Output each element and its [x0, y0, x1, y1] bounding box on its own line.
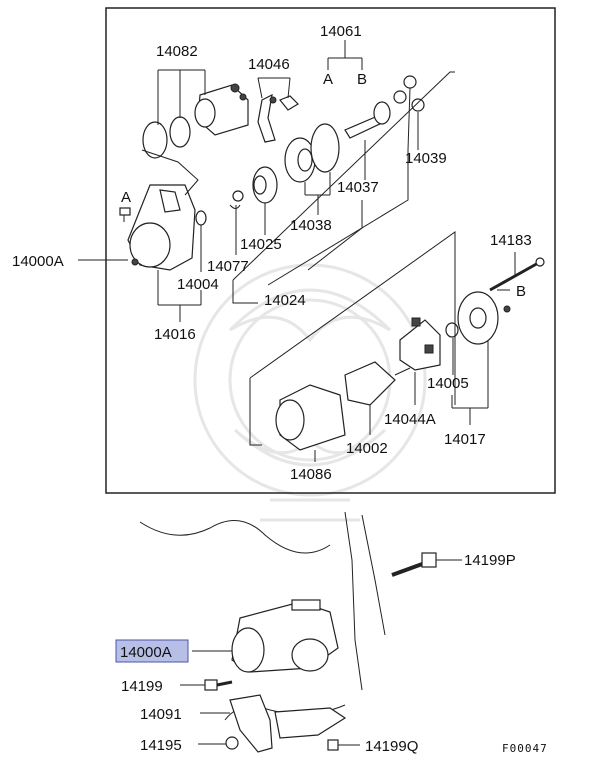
label-14000a-top[interactable]: 14000A: [12, 253, 64, 270]
label-14000a-highlight[interactable]: 14000A: [120, 644, 172, 661]
pinion-drawing: [229, 166, 278, 209]
marker-b-top: B: [357, 71, 367, 88]
label-14038[interactable]: 14038: [290, 217, 332, 234]
label-14199p[interactable]: 14199P: [464, 552, 516, 569]
armature-drawing: [329, 361, 411, 406]
screw-a-drawing: [119, 207, 131, 222]
label-14017[interactable]: 14017: [444, 431, 486, 448]
marker-b-right: B: [516, 283, 526, 300]
label-14086[interactable]: 14086: [290, 466, 332, 483]
exploded-view-frame: [105, 7, 556, 494]
marker-a-top: A: [323, 71, 333, 88]
label-14061[interactable]: 14061: [320, 23, 362, 40]
figure-code: F00047: [502, 742, 548, 755]
label-14024[interactable]: 14024: [264, 292, 306, 309]
label-14016[interactable]: 14016: [154, 326, 196, 343]
label-14199[interactable]: 14199: [121, 678, 163, 695]
pinion-shaft-drawing: [344, 101, 391, 139]
starter-assembled-drawing: [231, 599, 339, 673]
bushing-drawing: [195, 210, 207, 226]
leader-lines: [78, 40, 516, 462]
front-housing-drawing: [127, 184, 196, 271]
bracket-14091-drawing: [229, 694, 347, 753]
nut-14195-drawing: [225, 736, 239, 750]
label-14002[interactable]: 14002: [346, 440, 388, 457]
yoke-drawing: [275, 384, 346, 451]
label-14082[interactable]: 14082: [156, 43, 198, 60]
bolt-14199-drawing: [204, 679, 233, 691]
label-14039[interactable]: 14039: [405, 150, 447, 167]
rear-cover-drawing: [445, 291, 511, 345]
watermark-emblem: [193, 263, 427, 522]
label-14077[interactable]: 14077: [207, 258, 249, 275]
label-14091[interactable]: 14091: [140, 706, 182, 723]
solenoid-switch-drawing: [194, 83, 249, 136]
bolt-14199q-drawing: [327, 739, 339, 751]
label-14037[interactable]: 14037: [337, 179, 379, 196]
bolt-14199p-drawing: [391, 552, 437, 577]
through-bolt-drawing: [489, 257, 545, 292]
label-14183[interactable]: 14183: [490, 232, 532, 249]
label-14195[interactable]: 14195: [140, 737, 182, 754]
planetary-gears-drawing: [393, 75, 425, 112]
label-14025[interactable]: 14025: [240, 236, 282, 253]
overrunning-clutch-drawing: [284, 123, 340, 183]
brush-holder-drawing: [399, 317, 441, 371]
marker-a-left: A: [121, 189, 131, 206]
label-14044a[interactable]: 14044A: [384, 411, 436, 428]
label-14046[interactable]: 14046: [248, 56, 290, 73]
shift-lever-drawing: [257, 93, 299, 143]
gasket-drawing: [142, 116, 191, 159]
label-14199q[interactable]: 14199Q: [365, 738, 418, 755]
label-14005[interactable]: 14005: [427, 375, 469, 392]
highlight-box-14000a[interactable]: [115, 639, 189, 663]
lower-leader-lines: [180, 559, 462, 746]
label-14004[interactable]: 14004: [177, 276, 219, 293]
